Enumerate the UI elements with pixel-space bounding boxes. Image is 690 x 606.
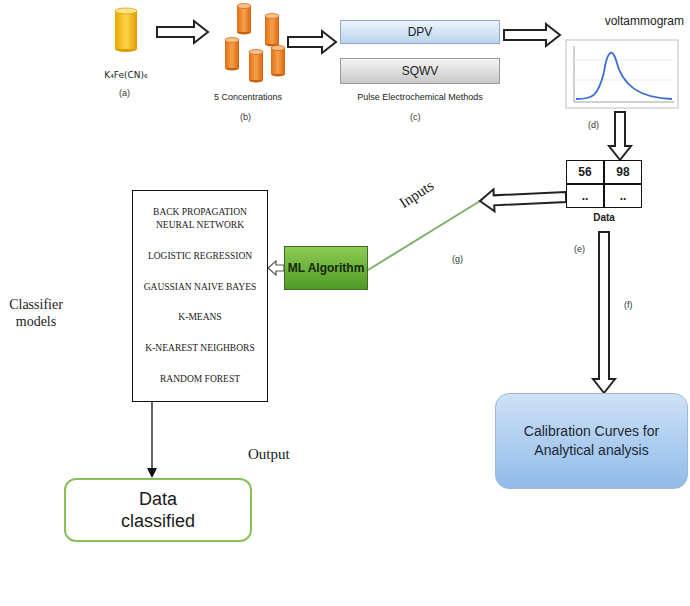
node-text: LOGISTIC REGRESSION — [148, 250, 252, 262]
callout-letter: (e) — [574, 244, 585, 254]
node-text: K₄Fe(CN)₆ — [104, 70, 147, 80]
block-arrow — [480, 189, 566, 211]
node-text: Calibration Curves for Analytical analys… — [507, 422, 677, 460]
method-group: DPV SQWV Pulse Electrochemical Methods — [336, 18, 504, 102]
block-arrow — [609, 112, 631, 160]
cylinder-body — [237, 6, 251, 32]
node-text: Pulse Electrochemical Methods — [336, 92, 504, 102]
peak-curve — [576, 53, 672, 99]
node-text: .. — [566, 184, 604, 208]
plot-axis — [574, 102, 674, 103]
cylinder-body — [115, 11, 137, 49]
arrow-head — [147, 468, 157, 478]
callout-letter: (a) — [119, 88, 130, 98]
arrow-line — [151, 402, 152, 468]
flow-arrow — [288, 31, 336, 53]
node-text: Data classified — [108, 488, 208, 533]
node-text: .. — [604, 184, 642, 208]
node-text: Data — [566, 208, 642, 223]
node-text: voltammogram — [560, 14, 684, 28]
algorithm-box: ML Algorithm — [284, 246, 368, 290]
voltammogram-plot — [566, 40, 678, 108]
output-box: Data classified — [64, 478, 252, 542]
cylinder-body — [249, 52, 263, 80]
data-table: 5698....Data — [566, 160, 642, 232]
cylinder-top — [271, 46, 285, 51]
classifier-list: BACK PROPAGATION NEURAL NETWORK LOGISTIC … — [132, 190, 268, 402]
input-line — [368, 201, 480, 270]
node-text: ML Algorithm — [288, 261, 365, 275]
node-text: RANDOM FOREST — [160, 373, 240, 385]
flow-arrow — [157, 21, 208, 43]
callout-letter: (f) — [624, 300, 633, 310]
flow-arrow — [609, 112, 631, 160]
node-text: DPV — [408, 25, 433, 39]
method-box: SQWV — [340, 58, 500, 84]
cylinder-top — [237, 4, 251, 9]
block-arrow — [593, 232, 615, 393]
plot-frame — [566, 40, 678, 108]
hollow-arrow — [268, 261, 284, 275]
concentrations-node: 5 Concentrations — [208, 2, 288, 102]
cylinder-top — [249, 50, 263, 55]
block-arrow — [288, 31, 336, 53]
cylinder-top — [225, 38, 239, 43]
callout-letter: (c) — [410, 112, 421, 122]
plot-axis — [574, 46, 575, 102]
method-box: DPV — [340, 20, 500, 44]
node-text: SQWV — [402, 64, 439, 78]
block-arrow — [157, 21, 208, 43]
group-heading: Classifier models — [3, 297, 69, 331]
voltammogram-node: voltammogram — [560, 8, 686, 112]
flow-arrow — [147, 402, 157, 478]
node-text: BACK PROPAGATION NEURAL NETWORK — [138, 206, 262, 231]
calibration-box: Calibration Curves for Analytical analys… — [495, 393, 688, 489]
block-arrow — [504, 24, 560, 46]
reagent-node: K₄Fe(CN)₆ — [95, 6, 157, 80]
node-text: 98 — [604, 160, 642, 184]
flow-arrow — [504, 24, 560, 46]
cylinder-body — [225, 40, 239, 68]
edge-label: Inputs — [395, 176, 439, 213]
reagent-cylinder — [115, 8, 137, 52]
callout-letter: (d) — [588, 120, 599, 130]
node-text: K-MEANS — [178, 311, 221, 323]
node-text: 5 Concentrations — [214, 92, 282, 102]
cylinder-top — [115, 8, 137, 14]
callout-letter: (g) — [452, 254, 463, 264]
node-text: GAUSSIAN NAIVE BAYES — [144, 281, 257, 293]
callout-letter: (b) — [240, 112, 251, 122]
cylinder-body — [271, 48, 285, 74]
node-text: K-NEAREST NEIGHBORS — [145, 342, 254, 354]
cylinder-top — [265, 14, 279, 19]
node-text: 56 — [566, 160, 604, 184]
flow-arrow — [268, 261, 284, 275]
flow-arrow — [593, 232, 615, 393]
concentration-cylinders — [225, 4, 285, 83]
plot-grid — [574, 60, 674, 61]
cylinder-body — [265, 16, 279, 44]
edge-label: Output — [246, 446, 292, 463]
